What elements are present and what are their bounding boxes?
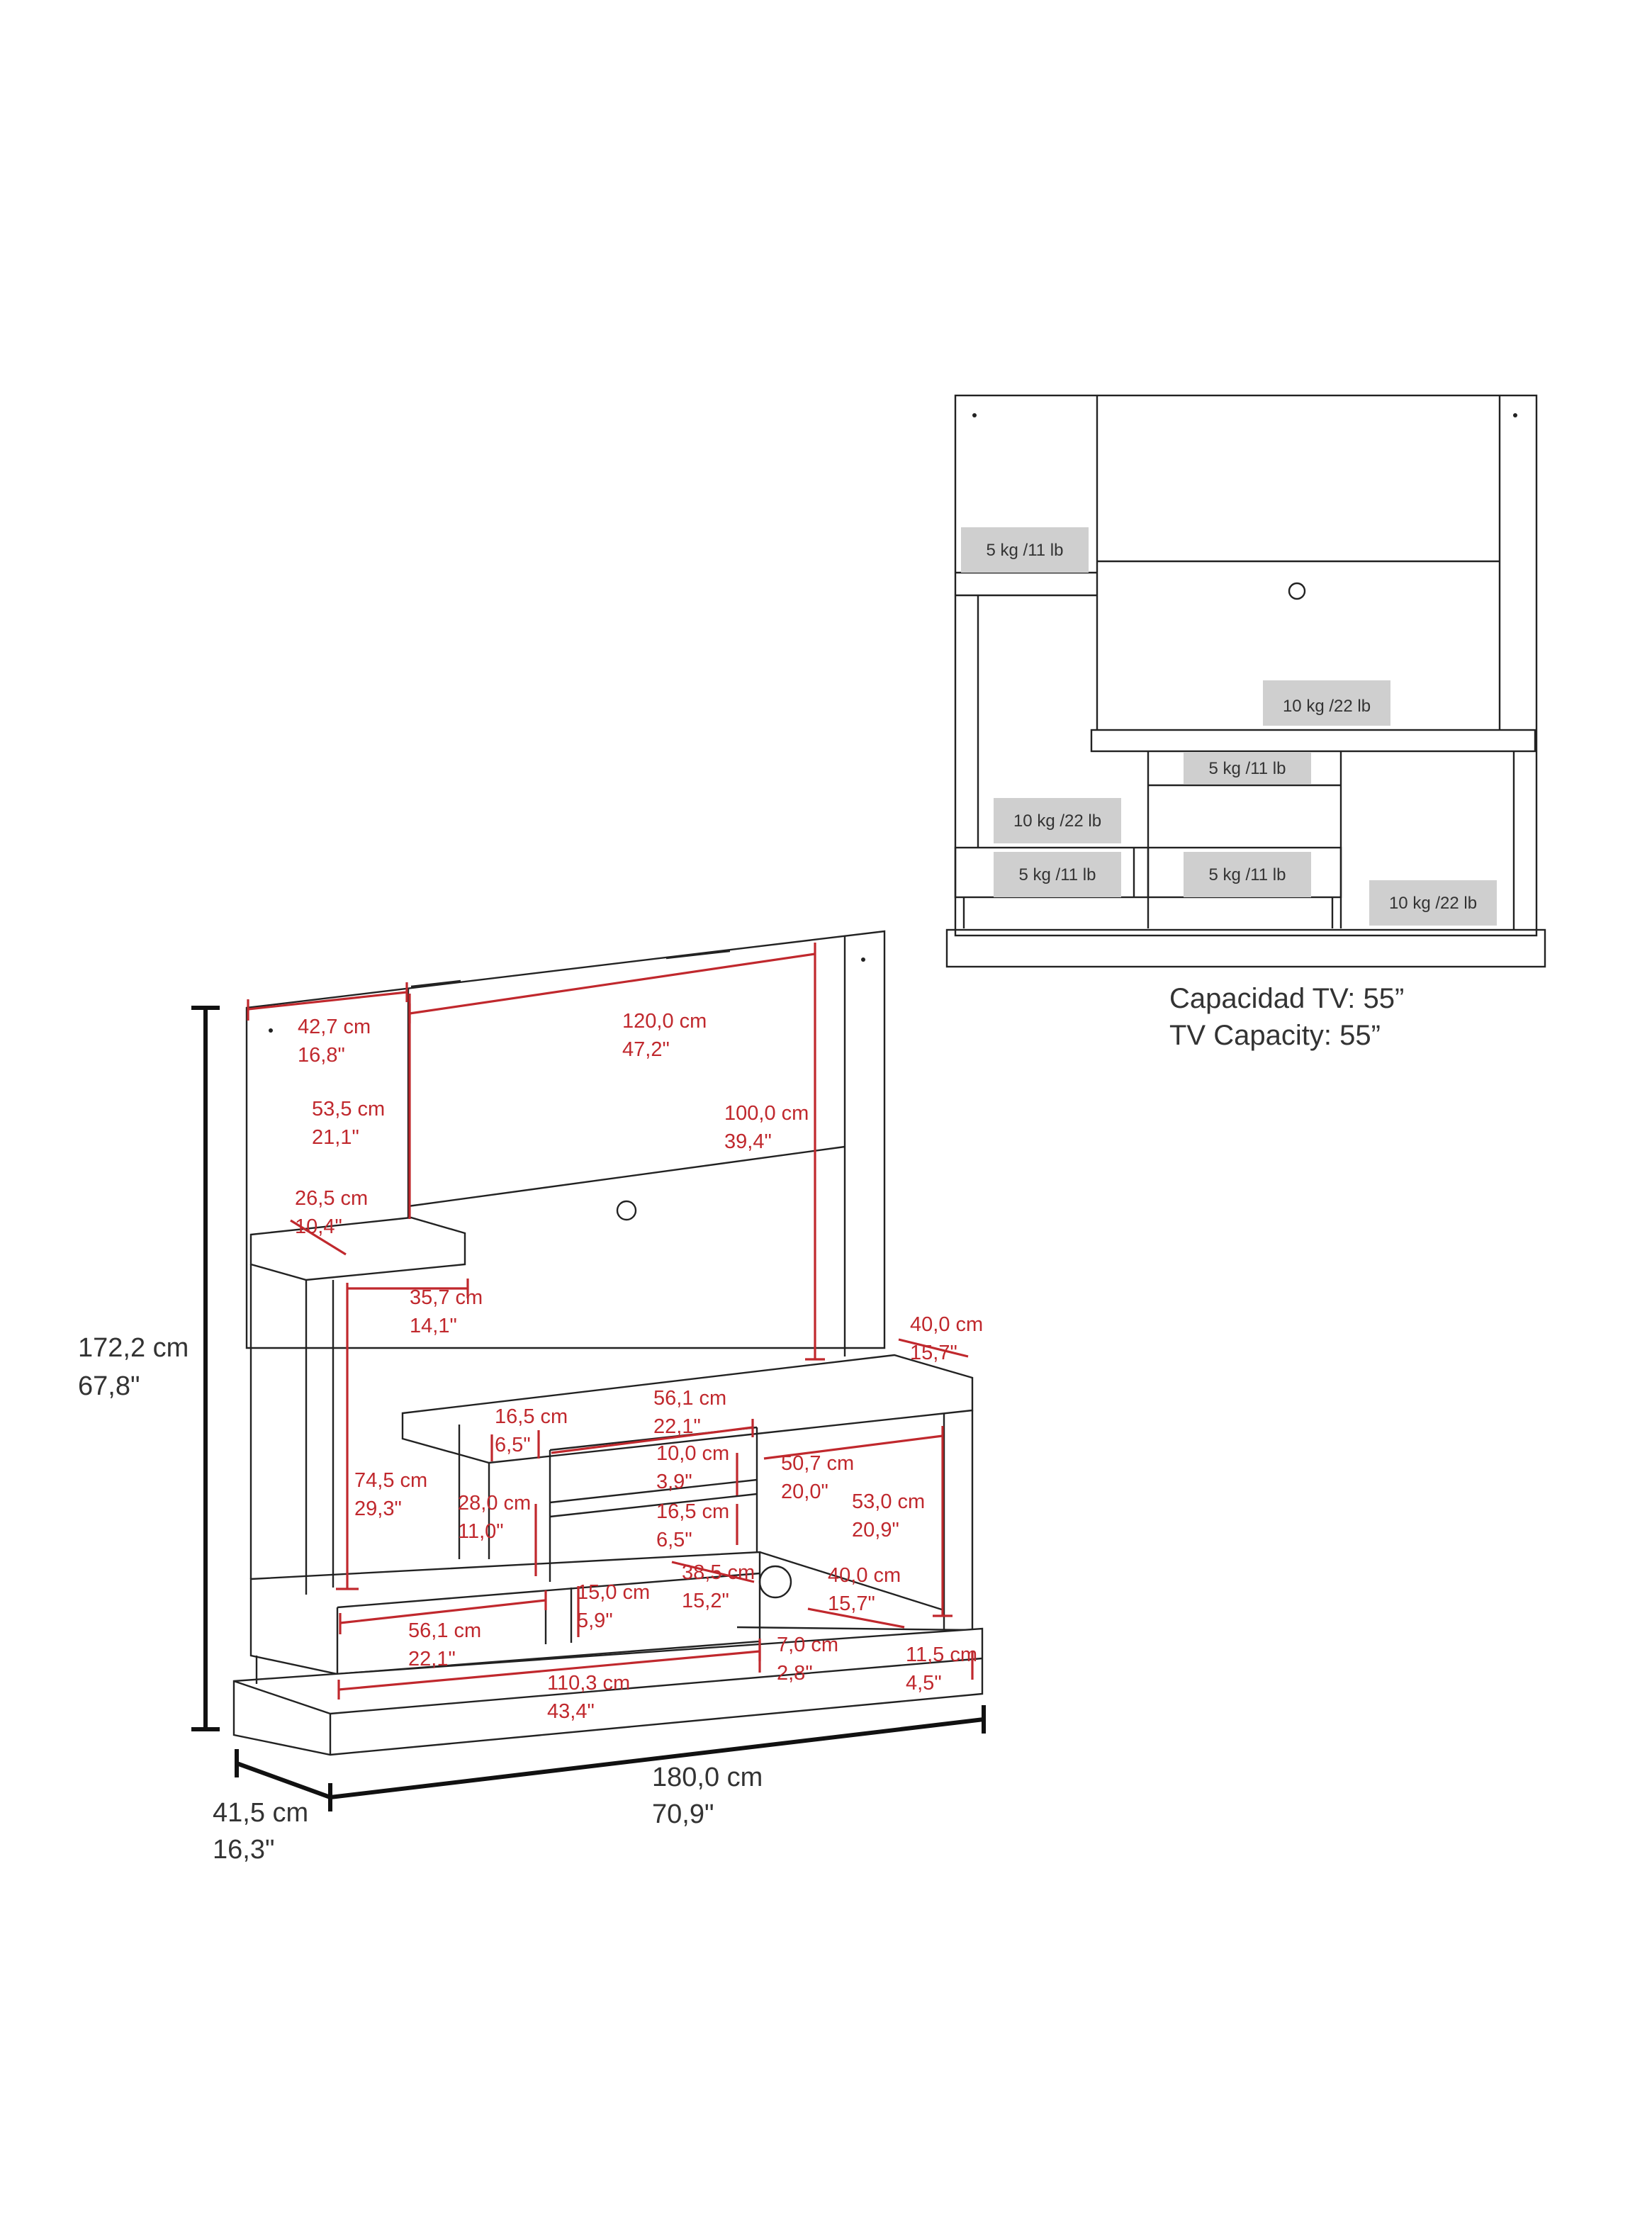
dimension-labels: 42,7 cm 16,8" 120,0 cm 47,2" 53,5 cm 21,… <box>295 1010 983 1723</box>
dim-in: 21,1" <box>312 1126 359 1149</box>
weight-tag-bg <box>994 852 1121 897</box>
dim-in: 11,0" <box>458 1520 504 1543</box>
dim-in: 43,4" <box>547 1700 595 1723</box>
weight-tag-bg <box>994 798 1121 843</box>
dimension-lines <box>247 943 974 1700</box>
dim-in: 15,7" <box>828 1592 875 1615</box>
weight-label-center-drawer: 5 kg /11 lb <box>1209 865 1286 884</box>
weight-label-left-top: 10 kg /22 lb <box>1013 811 1101 831</box>
weight-tag-bg <box>1369 880 1497 926</box>
weight-tag-bg <box>961 527 1089 573</box>
dim-in: 4,5" <box>906 1672 942 1695</box>
dim-in: 6,5" <box>495 1434 531 1456</box>
overall-width-in: 70,9" <box>652 1799 714 1829</box>
weight-tag-bg <box>1184 753 1311 784</box>
dim-cm: 16,5 cm <box>495 1405 568 1428</box>
weight-label-left-shelf: 5 kg /11 lb <box>987 541 1064 560</box>
front-view-drawing: 5 kg /11 lb 10 kg /22 lb 5 kg /11 lb 10 … <box>945 394 1546 1051</box>
dim-cm: 16,5 cm <box>656 1500 729 1523</box>
dim-in: 39,4" <box>724 1130 772 1153</box>
dim-cm: 10,0 cm <box>656 1442 729 1465</box>
dim-cm: 40,0 cm <box>828 1564 901 1587</box>
dim-cm: 100,0 cm <box>724 1102 809 1125</box>
overall-height-in: 67,8" <box>78 1371 140 1401</box>
dim-in: 20,9" <box>852 1519 899 1541</box>
dim-in: 16,8" <box>298 1044 345 1067</box>
dim-cm: 74,5 cm <box>354 1469 427 1492</box>
dim-in: 15,7" <box>910 1342 957 1364</box>
dim-cm: 40,0 cm <box>910 1313 983 1336</box>
dim-cm: 15,0 cm <box>577 1581 650 1604</box>
dim-in: 2,8" <box>777 1662 813 1685</box>
dim-cm: 56,1 cm <box>653 1387 726 1410</box>
dim-cm: 38,5 cm <box>682 1561 755 1584</box>
weight-label-left-drawer: 5 kg /11 lb <box>1019 865 1096 884</box>
overall-dimension-lines <box>191 1006 986 1811</box>
dim-cm: 42,7 cm <box>298 1016 371 1038</box>
dim-cm: 110,3 cm <box>547 1672 630 1695</box>
dim-cm: 53,5 cm <box>312 1098 385 1120</box>
overall-depth-in: 16,3" <box>213 1835 274 1865</box>
dim-in: 20,0" <box>781 1481 828 1503</box>
dim-cm: 35,7 cm <box>410 1286 483 1309</box>
dim-in: 47,2" <box>622 1038 670 1061</box>
dim-in: 6,5" <box>656 1529 692 1551</box>
dim-cm: 7,0 cm <box>777 1634 838 1656</box>
overall-height-cm: 172,2 cm <box>78 1333 189 1363</box>
dim-in: 22,1" <box>653 1415 701 1438</box>
weight-label-center-upper: 5 kg /11 lb <box>1209 759 1286 778</box>
dim-in: 29,3" <box>354 1498 402 1520</box>
weight-label-tv-panel: 10 kg /22 lb <box>1283 697 1371 716</box>
overall-width-cm: 180,0 cm <box>652 1763 763 1792</box>
weight-label-right-shelf: 10 kg /22 lb <box>1389 894 1477 913</box>
dim-cm: 120,0 cm <box>622 1010 707 1033</box>
dim-in: 3,9" <box>656 1471 692 1493</box>
dim-in: 22,1" <box>408 1648 456 1670</box>
dim-in: 15,2" <box>682 1590 729 1612</box>
weight-tag-bg <box>1263 680 1390 726</box>
perspective-drawing <box>232 930 984 1756</box>
dim-cm: 56,1 cm <box>408 1619 481 1642</box>
dim-cm: 11,5 cm <box>906 1644 977 1666</box>
overall-depth-cm: 41,5 cm <box>213 1798 308 1828</box>
dim-in: 14,1" <box>410 1315 457 1337</box>
tv-capacity-es: Capacidad TV: 55” <box>1169 983 1404 1014</box>
dim-cm: 28,0 cm <box>458 1492 531 1515</box>
dim-cm: 26,5 cm <box>295 1187 368 1210</box>
tv-capacity-en: TV Capacity: 55” <box>1169 1020 1381 1051</box>
dim-in: 10,4" <box>295 1215 342 1238</box>
dim-cm: 50,7 cm <box>781 1452 854 1475</box>
weight-tag-bg <box>1184 852 1311 897</box>
dim-in: 5,9" <box>577 1609 613 1632</box>
dim-cm: 53,0 cm <box>852 1490 925 1513</box>
